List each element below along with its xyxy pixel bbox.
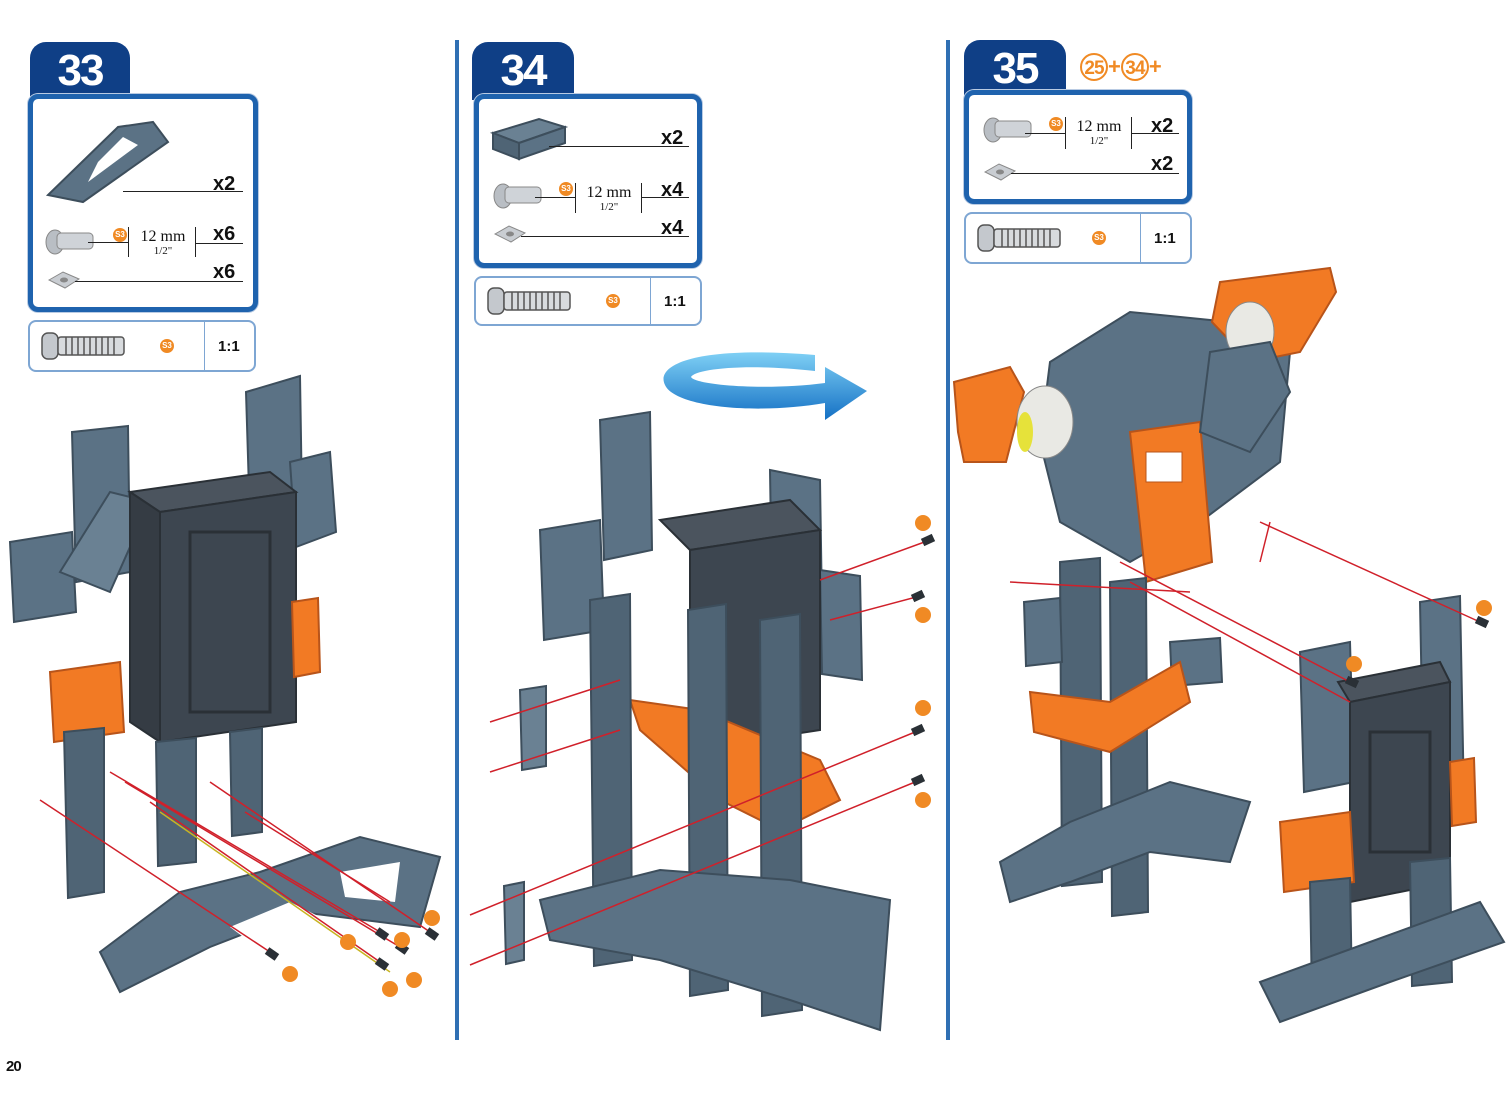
scale-ratio: 1:1 [664, 293, 686, 310]
leader-line [549, 146, 689, 147]
size-metric: 12 mm [1076, 118, 1122, 135]
screw-actual-size-icon [977, 224, 1061, 252]
leader-line [1131, 133, 1179, 134]
screw-code-badge: S3 [559, 182, 573, 196]
quantity: x2 [1151, 115, 1174, 137]
leader-line [123, 191, 243, 192]
connector-part-icon [489, 117, 569, 161]
plus-sign: + [1108, 54, 1121, 79]
leader-line [521, 236, 689, 237]
leader-line [195, 243, 243, 244]
size-imperial: 1/2" [1089, 135, 1109, 147]
screw-actual-size-icon [41, 332, 125, 360]
quantity: x6 [213, 223, 236, 245]
scale-box: S3 1:1 [964, 212, 1192, 264]
separator [195, 227, 196, 257]
separator [641, 183, 642, 213]
quantity: x6 [213, 261, 236, 283]
screw-code-badge: S3 [1092, 231, 1106, 245]
previous-step-references: 25+34+ [1080, 53, 1162, 81]
size-metric: 12 mm [586, 184, 632, 201]
bracket-part-icon [45, 120, 170, 204]
scale-box: S3 1:1 [28, 320, 256, 372]
page-number: 20 [6, 1058, 22, 1075]
screw-icon [45, 229, 94, 255]
plus-sign: + [1148, 54, 1162, 79]
screw-size: 12 mm 1/2" [1069, 119, 1129, 149]
column-divider [455, 40, 459, 1040]
nut-icon [983, 163, 1017, 181]
screw-code-badge: S3 [1049, 117, 1063, 131]
quantity: x2 [1151, 153, 1174, 175]
leader-line [641, 197, 689, 198]
assembly-illustration [8, 374, 442, 997]
size-metric: 12 mm [140, 228, 186, 245]
separator [1140, 214, 1141, 262]
leader-line [88, 242, 128, 243]
separator [650, 278, 651, 324]
size-imperial: 1/2" [599, 201, 619, 213]
screw-code-badge: S3 [606, 294, 620, 308]
scale-ratio: 1:1 [1154, 230, 1176, 247]
assembly-illustration [952, 266, 1506, 1024]
parts-box: x2 S3 12 mm 1/2" x4 x4 [474, 94, 702, 268]
screw-icon [983, 117, 1032, 143]
step-number: 35 [964, 40, 1066, 96]
step-ref: 25 [1080, 53, 1108, 81]
screw-size: 12 mm 1/2" [579, 185, 639, 215]
screw-size: 12 mm 1/2" [133, 229, 193, 259]
scale-box: S3 1:1 [474, 276, 702, 326]
nut-icon [47, 271, 81, 289]
size-imperial: 1/2" [153, 245, 173, 257]
step-ref: 34 [1120, 53, 1149, 81]
step-number: 33 [30, 42, 130, 100]
screw-code-badge: S3 [160, 339, 174, 353]
quantity: x2 [213, 173, 236, 195]
leader-line [1025, 133, 1065, 134]
quantity: x4 [661, 179, 684, 201]
nut-icon [493, 225, 527, 243]
assembly-illustration [469, 410, 936, 1032]
separator [128, 227, 129, 257]
leader-line [535, 197, 575, 198]
separator [575, 183, 576, 213]
rotate-arrow-icon [663, 352, 867, 420]
scale-ratio: 1:1 [218, 338, 240, 355]
leader-line [1011, 173, 1179, 174]
leader-line [75, 281, 243, 282]
screw-code-badge: S3 [113, 228, 127, 242]
separator [204, 322, 205, 370]
separator [1065, 117, 1066, 149]
parts-box: x2 S3 12 mm 1/2" x6 x6 [28, 94, 258, 312]
screw-actual-size-icon [487, 287, 571, 315]
screw-icon [493, 183, 542, 209]
step-number: 34 [472, 42, 574, 100]
parts-box: S3 12 mm 1/2" x2 x2 [964, 90, 1192, 204]
quantity: x4 [661, 217, 684, 239]
quantity: x2 [661, 127, 684, 149]
column-divider [946, 40, 950, 1040]
